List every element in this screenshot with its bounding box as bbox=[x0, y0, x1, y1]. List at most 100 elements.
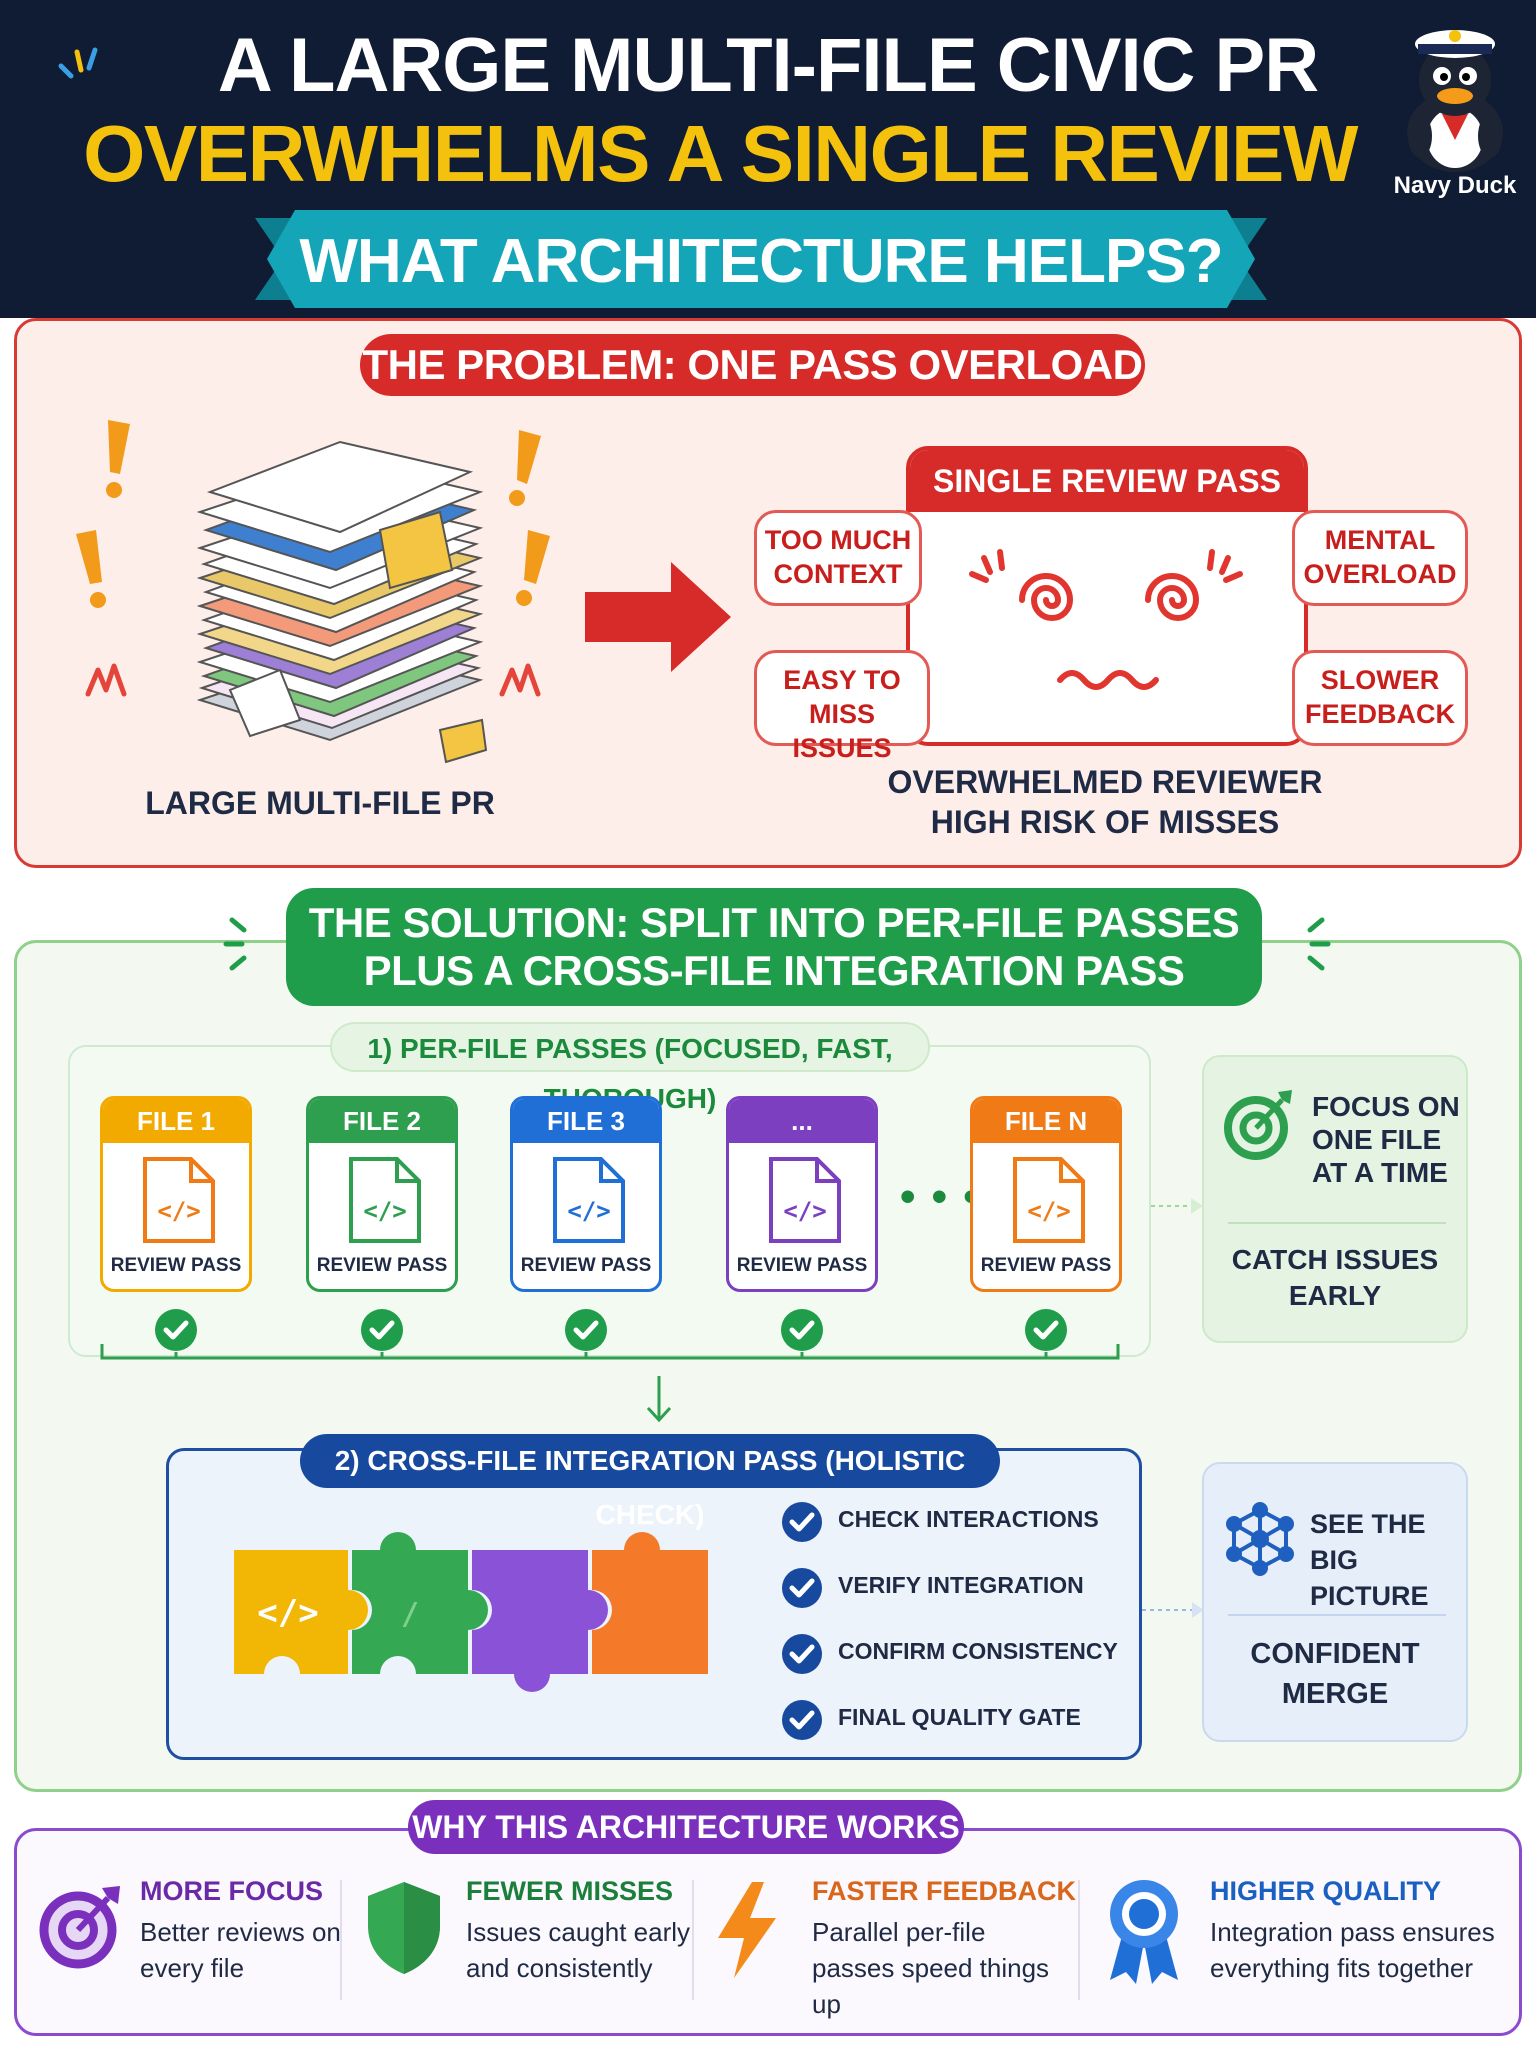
svg-text:</>: </> bbox=[783, 1197, 826, 1225]
file-card-title: FILE N bbox=[973, 1099, 1119, 1143]
merge-bracket bbox=[100, 1330, 1130, 1385]
why-section bbox=[14, 1828, 1522, 2036]
navy-duck-mascot-icon bbox=[1390, 14, 1520, 204]
title-line-1: A LARGE MULTI-FILE CIVIC PR bbox=[217, 23, 1319, 108]
file-card-label: REVIEW PASS bbox=[316, 1255, 448, 1276]
dizzy-face-icon bbox=[969, 549, 1243, 690]
check-row: FINAL QUALITY GATE bbox=[780, 1698, 1081, 1740]
stress-mark-icon bbox=[84, 660, 130, 705]
divider bbox=[692, 1880, 694, 2000]
file-card-title: ... bbox=[729, 1099, 875, 1143]
why-item-title: FEWER MISSES bbox=[466, 1876, 674, 1906]
connector-dashed bbox=[1142, 1602, 1204, 1623]
check-label: FINAL QUALITY GATE bbox=[838, 1704, 1081, 1730]
file-card-ellipsis: ... </> REVIEW PASS bbox=[726, 1096, 878, 1292]
target-icon bbox=[1222, 1086, 1298, 1167]
exclamation-icon bbox=[98, 420, 138, 505]
stress-mark-icon bbox=[498, 660, 544, 705]
bubble-too-much-context: TOO MUCH CONTEXT bbox=[754, 510, 922, 606]
lightning-icon bbox=[712, 1880, 782, 1985]
puzzle-pieces-icon: </> / bbox=[230, 1528, 740, 1713]
check-circle-icon bbox=[780, 1308, 824, 1357]
code-file-icon: </> bbox=[1013, 1157, 1085, 1243]
file-card-label: REVIEW PASS bbox=[110, 1255, 242, 1276]
bubble-mental-overload: MENTAL OVERLOAD bbox=[1292, 510, 1468, 606]
check-circle-icon bbox=[564, 1308, 608, 1357]
file-stack-illustration bbox=[170, 400, 510, 795]
code-file-icon: </> bbox=[553, 1157, 625, 1243]
why-item-desc: Integration pass ensures everything fits… bbox=[1210, 1917, 1495, 1983]
reviewer-caption: OVERWHELMED REVIEWER HIGH RISK OF MISSES bbox=[870, 762, 1340, 842]
code-file-icon: </> bbox=[143, 1157, 215, 1243]
arrow-down-icon bbox=[644, 1376, 674, 1429]
check-circle-icon bbox=[154, 1308, 198, 1357]
divider bbox=[1228, 1614, 1446, 1616]
ribbon-text: WHAT ARCHITECTURE HELPS? bbox=[299, 227, 1223, 296]
problem-title: THE PROBLEM: ONE PASS OVERLOAD bbox=[360, 334, 1145, 396]
confident-merge-text: CONFIDENT MERGE bbox=[1250, 1638, 1420, 1710]
award-ribbon-icon bbox=[1104, 1876, 1184, 1991]
check-circle-icon bbox=[782, 1634, 822, 1674]
file-card-label: REVIEW PASS bbox=[736, 1255, 868, 1276]
divider bbox=[1078, 1880, 1080, 2000]
catch-issues-text: CATCH ISSUES EARLY bbox=[1231, 1244, 1439, 1311]
divider bbox=[340, 1880, 342, 2000]
solution-title: THE SOLUTION: SPLIT INTO PER-FILE PASSES… bbox=[286, 888, 1262, 1006]
svg-text:</>: </> bbox=[1027, 1197, 1070, 1225]
file-card-title: FILE 2 bbox=[309, 1099, 455, 1143]
check-label: CONFIRM CONSISTENCY bbox=[838, 1638, 1118, 1664]
network-icon bbox=[1222, 1502, 1298, 1583]
why-item-desc: Parallel per-file passes speed things up bbox=[812, 1917, 1050, 2019]
why-item-title: HIGHER QUALITY bbox=[1210, 1876, 1442, 1906]
sparkle-icon bbox=[222, 910, 272, 985]
exclamation-icon bbox=[512, 530, 552, 615]
check-circle-icon bbox=[782, 1700, 822, 1740]
arrow-right-icon bbox=[585, 562, 735, 677]
file-card-3: FILE 3 </> REVIEW PASS bbox=[510, 1096, 662, 1292]
check-circle-icon bbox=[782, 1502, 822, 1542]
why-item-title: FASTER FEEDBACK bbox=[812, 1876, 1077, 1906]
focus-text: FOCUS ON ONE FILE AT A TIME bbox=[1312, 1091, 1460, 1188]
big-picture-side-panel bbox=[1202, 1462, 1468, 1742]
solution-title-line-1: THE SOLUTION: SPLIT INTO PER-FILE PASSES bbox=[308, 899, 1240, 946]
bubble-slower-feedback: SLOWER FEEDBACK bbox=[1292, 650, 1468, 746]
question-ribbon: WHAT ARCHITECTURE HELPS? bbox=[255, 210, 1267, 308]
check-label: CHECK INTERACTIONS bbox=[838, 1506, 1099, 1532]
card-title: SINGLE REVIEW PASS bbox=[910, 450, 1304, 512]
connector-dashed bbox=[1151, 1198, 1203, 1219]
exclamation-icon bbox=[505, 430, 545, 515]
exclamation-icon bbox=[72, 530, 112, 615]
shield-icon bbox=[362, 1878, 446, 1983]
svg-text:</>: </> bbox=[567, 1197, 610, 1225]
sparkle-icon bbox=[55, 44, 115, 89]
svg-text:/: / bbox=[401, 1597, 419, 1632]
file-card-label: REVIEW PASS bbox=[980, 1255, 1112, 1276]
check-row: CHECK INTERACTIONS bbox=[780, 1500, 1099, 1542]
file-card-1: FILE 1 </> REVIEW PASS bbox=[100, 1096, 252, 1292]
check-circle-icon bbox=[1024, 1308, 1068, 1357]
integration-title: 2) CROSS-FILE INTEGRATION PASS (HOLISTIC… bbox=[300, 1434, 1000, 1530]
single-review-pass-card: SINGLE REVIEW PASS bbox=[906, 446, 1308, 746]
per-file-title: 1) PER-FILE PASSES (FOCUSED, FAST, THORO… bbox=[330, 1022, 930, 1114]
why-item-desc: Issues caught early and consistently bbox=[466, 1917, 691, 1983]
file-card-n: FILE N </> REVIEW PASS bbox=[970, 1096, 1122, 1292]
svg-text:</>: </> bbox=[363, 1197, 406, 1225]
divider bbox=[1228, 1222, 1446, 1224]
caption-line-2: HIGH RISK OF MISSES bbox=[930, 804, 1280, 840]
code-file-icon: </> bbox=[769, 1157, 841, 1243]
file-card-2: FILE 2 </> REVIEW PASS bbox=[306, 1096, 458, 1292]
check-label: VERIFY INTEGRATION bbox=[838, 1572, 1084, 1598]
sparkle-icon bbox=[1282, 910, 1332, 985]
stack-label: LARGE MULTI-FILE PR bbox=[145, 785, 495, 821]
solution-title-line-2: PLUS A CROSS-FILE INTEGRATION PASS bbox=[363, 947, 1185, 994]
why-item-desc: Better reviews on every file bbox=[140, 1917, 341, 1983]
more-files-ellipsis: • • • bbox=[900, 1172, 981, 1221]
mascot-label: Navy Duck bbox=[1393, 172, 1517, 199]
why-title: WHY THIS ARCHITECTURE WORKS bbox=[408, 1800, 964, 1854]
target-icon bbox=[36, 1880, 126, 1975]
check-circle-icon bbox=[782, 1568, 822, 1608]
bubble-easy-to-miss-issues: EASY TO MISS ISSUES bbox=[754, 650, 930, 763]
check-circle-icon bbox=[360, 1308, 404, 1357]
code-file-icon: </> bbox=[349, 1157, 421, 1243]
check-row: VERIFY INTEGRATION bbox=[780, 1566, 1084, 1608]
